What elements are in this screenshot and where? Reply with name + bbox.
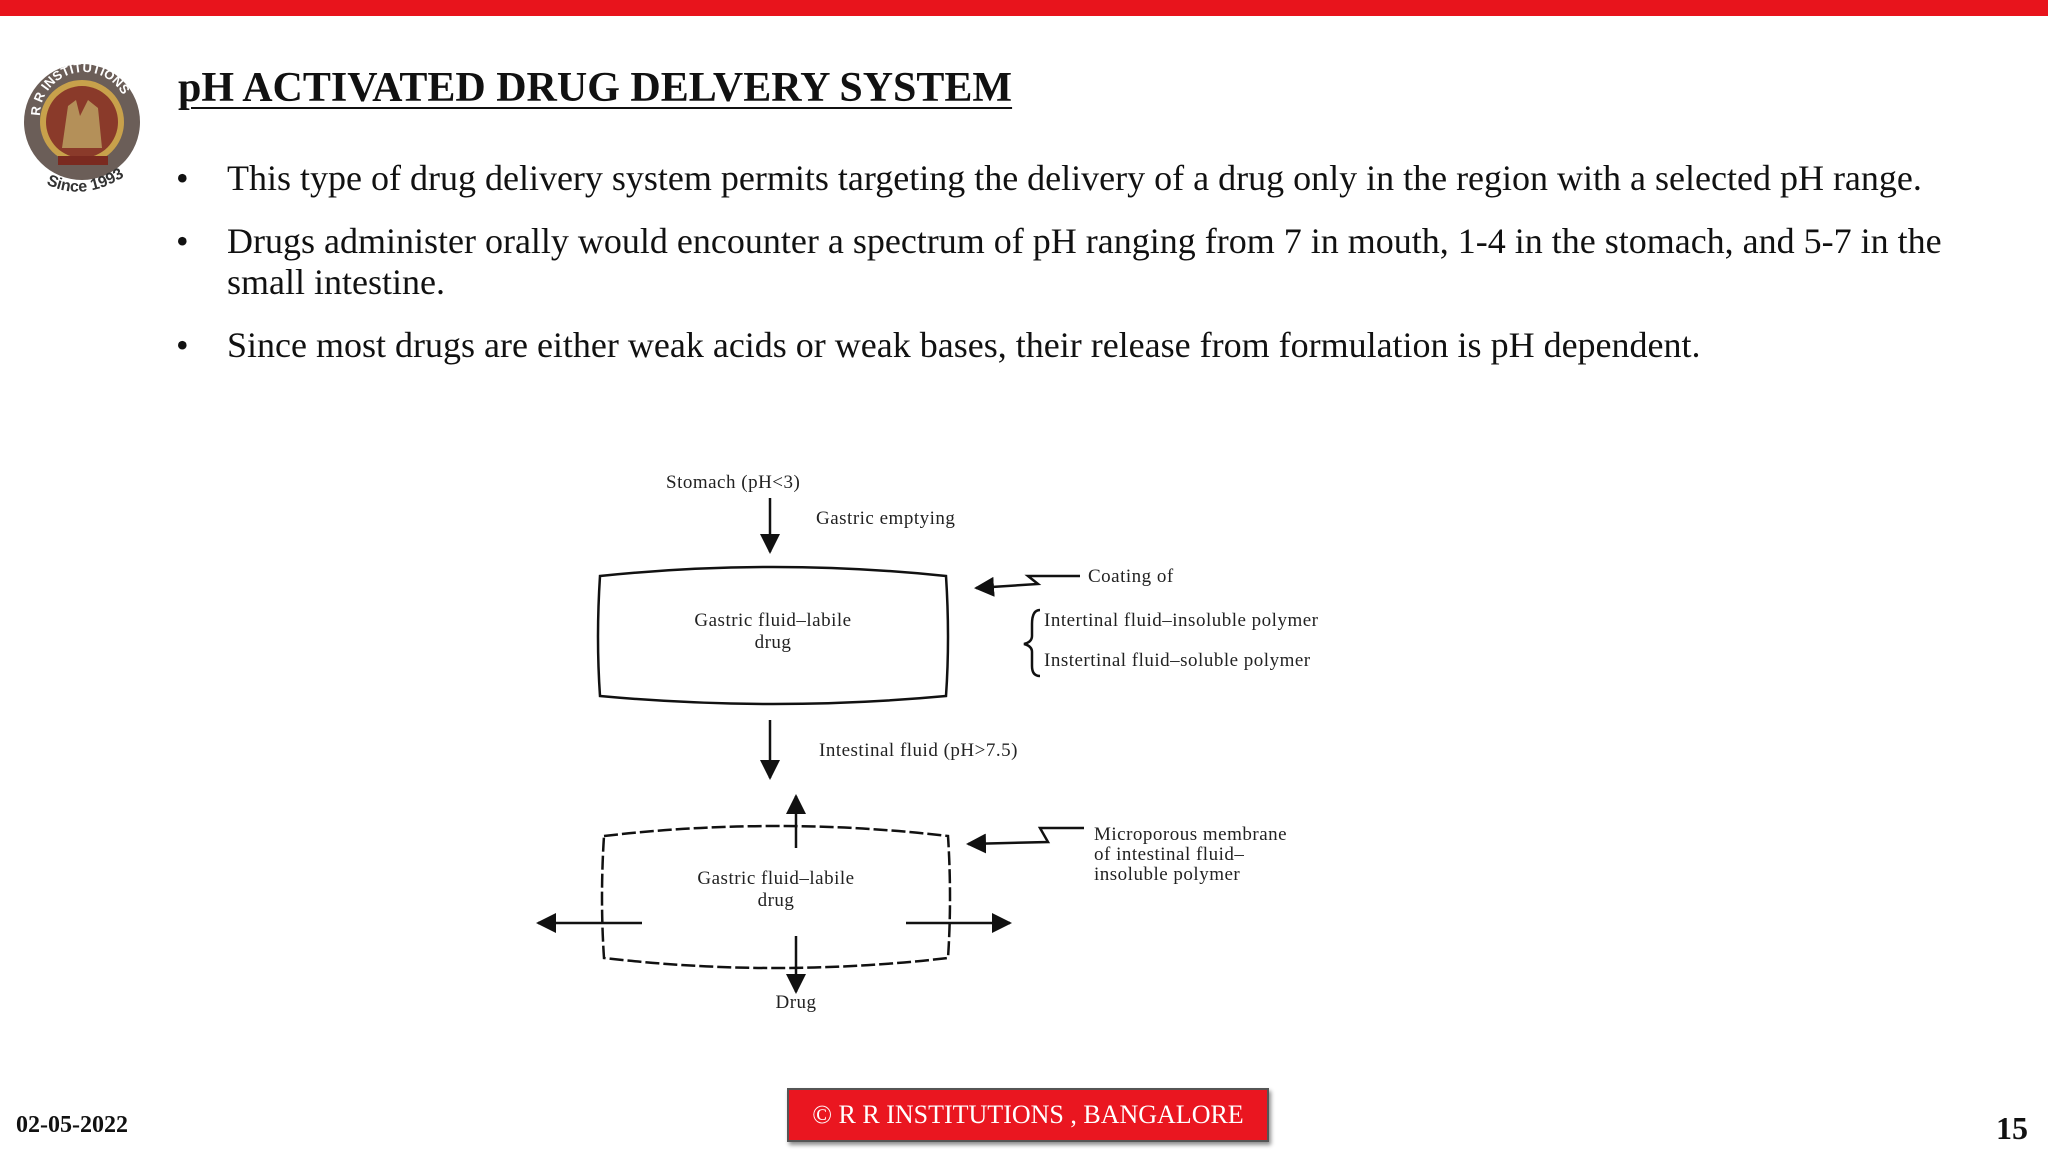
footer-copyright-box: © R R INSTITUTIONS , BANGALORE (787, 1088, 1269, 1142)
intestinal-fluid-label: Intestinal fluid (pH>7.5) (819, 740, 1018, 761)
ph-delivery-diagram: Stomach (pH<3) Gastric emptying Coating … (536, 472, 1319, 1013)
membrane-label-3: insoluble polymer (1094, 864, 1240, 885)
coating-option-insoluble: Intertinal fluid–insoluble polymer (1044, 610, 1319, 631)
membrane-arrow (966, 826, 1084, 854)
top-capsule-label-1: Gastric fluid–labile (694, 610, 851, 631)
membrane-label-2: of intestinal fluid– (1094, 844, 1244, 865)
slide-title: pH ACTIVATED DRUG DELVERY SYSTEM (178, 65, 1013, 111)
institution-logo: R R INSTITUTIONS Since 1993 (24, 60, 140, 196)
bullet-marker: • (176, 158, 189, 198)
membrane-label-1: Microporous membrane (1094, 824, 1287, 845)
top-capsule (596, 565, 950, 706)
bottom-capsule (600, 824, 952, 970)
bullet-text: Drugs administer orally would encounter … (227, 221, 1942, 302)
bullet-marker: • (176, 221, 189, 261)
coating-brace (1023, 608, 1041, 678)
top-accent-bar (0, 0, 2048, 16)
bullet-item: • This type of drug delivery system permi… (176, 158, 1956, 199)
coating-arrow (974, 574, 1080, 597)
bottom-capsule-label-2: drug (758, 890, 795, 911)
bottom-capsule-label-1: Gastric fluid–labile (697, 868, 854, 889)
page-number: 15 (1996, 1110, 2028, 1146)
bullet-marker: • (176, 325, 189, 365)
bullet-item: • Drugs administer orally would encounter… (176, 221, 1956, 303)
bullet-text: Since most drugs are either weak acids o… (227, 325, 1701, 365)
drug-label: Drug (775, 992, 816, 1013)
footer-copyright-text: © R R INSTITUTIONS , BANGALORE (812, 1100, 1244, 1129)
coating-option-soluble: Instertinal fluid–soluble polymer (1044, 650, 1311, 671)
gastric-emptying-label: Gastric emptying (816, 508, 955, 529)
bullet-list: • This type of drug delivery system permi… (176, 158, 1956, 388)
bullet-item: • Since most drugs are either weak acids … (176, 325, 1956, 366)
bullet-text: This type of drug delivery system permit… (227, 158, 1922, 198)
coating-label: Coating of (1088, 566, 1174, 587)
stomach-label: Stomach (pH<3) (666, 472, 800, 493)
footer-date: 02-05-2022 (16, 1112, 128, 1138)
top-capsule-label-2: drug (755, 632, 792, 653)
